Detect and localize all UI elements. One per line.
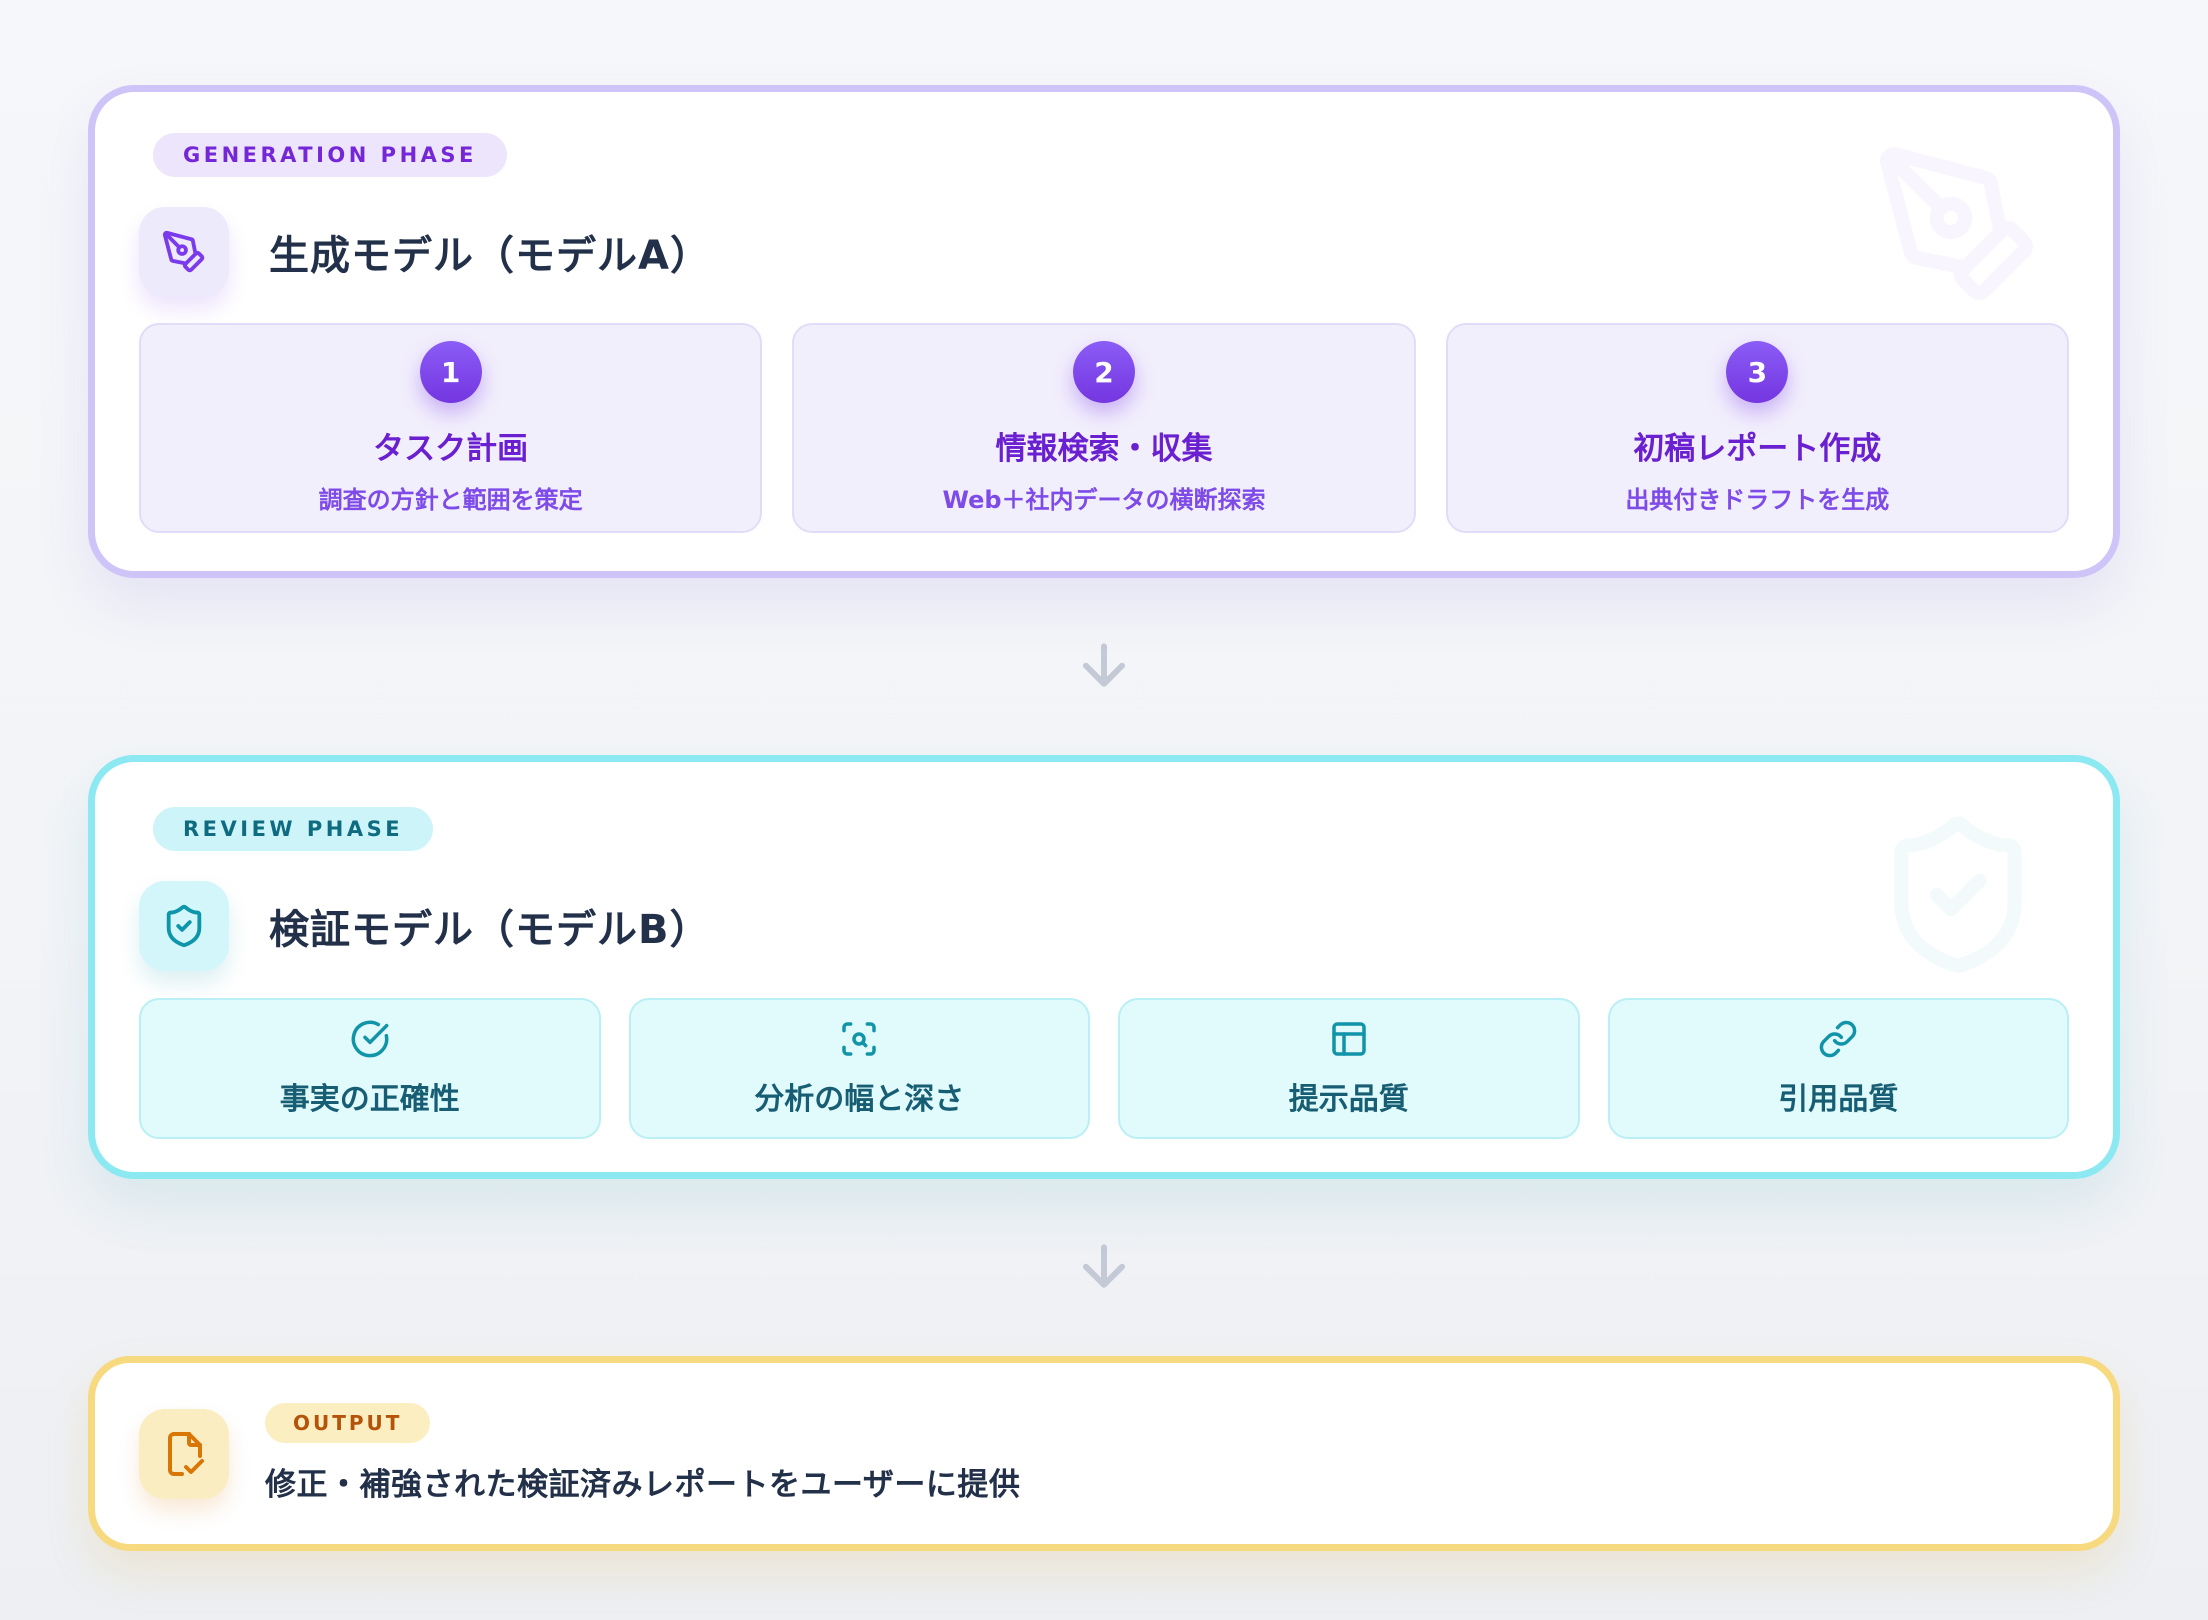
step-description: 出典付きドラフトを生成 [1625,486,1890,514]
circle-check-icon [350,1019,390,1059]
generation-phase-card: GENERATION PHASE 生成モデル（モデルA） 1 タスク計画 調査の… [88,85,2120,578]
generation-steps: 1 タスク計画 調査の方針と範囲を策定 2 情報検索・収集 Web＋社内データの… [139,323,2069,533]
flow-connector [88,1179,2120,1356]
step-number-badge: 1 [419,341,482,403]
review-model-header: 検証モデル（モデルB） [139,881,2069,971]
pen-tool-icon [139,207,229,297]
check-label: 提示品質 [1288,1082,1409,1117]
output-content: OUTPUT 修正・補強された検証済みレポートをユーザーに提供 [265,1403,1020,1504]
step-title: タスク計画 [373,431,529,467]
step-card-task-planning: 1 タスク計画 調査の方針と範囲を策定 [139,323,763,533]
step-number-badge: 3 [1726,341,1789,403]
check-label: 引用品質 [1778,1082,1899,1117]
check-label: 分析の幅と深さ [754,1082,965,1117]
check-card-presentation-quality: 提示品質 [1118,998,1580,1139]
review-checks: 事実の正確性 分析の幅と深さ 提示品質 [139,998,2069,1139]
generation-phase-badge: GENERATION PHASE [153,133,507,177]
scan-search-icon [839,1019,879,1059]
check-card-factual-accuracy: 事実の正確性 [139,998,601,1139]
check-label: 事実の正確性 [279,1082,460,1117]
step-description: 調査の方針と範囲を策定 [318,486,583,514]
step-card-draft-report: 3 初稿レポート作成 出典付きドラフトを生成 [1445,323,2069,533]
review-phase-card: REVIEW PHASE 検証モデル（モデルB） 事実の正確性 [88,755,2120,1179]
output-card: OUTPUT 修正・補強された検証済みレポートをユーザーに提供 [88,1356,2120,1551]
layout-panels-icon [1329,1019,1369,1059]
step-title: 初稿レポート作成 [1633,431,1882,467]
output-badge: OUTPUT [265,1403,431,1443]
step-number-badge: 2 [1072,341,1135,403]
generation-model-header: 生成モデル（モデルA） [139,207,2069,297]
arrow-down-icon [1073,1237,1135,1299]
link-icon [1818,1019,1858,1059]
check-card-citation-quality: 引用品質 [1607,998,2069,1139]
file-check-icon [139,1408,229,1499]
step-title: 情報検索・収集 [995,431,1213,467]
output-text: 修正・補強された検証済みレポートをユーザーに提供 [265,1467,1021,1503]
step-description: Web＋社内データの横断探索 [942,486,1266,514]
review-phase-badge: REVIEW PHASE [153,807,434,851]
flow-connector [88,578,2120,755]
check-card-analysis-depth: 分析の幅と深さ [628,998,1090,1139]
step-card-information-search: 2 情報検索・収集 Web＋社内データの横断探索 [792,323,1416,533]
generation-model-title: 生成モデル（モデルA） [269,233,711,279]
review-model-title: 検証モデル（モデルB） [269,907,711,953]
shield-check-icon [139,881,229,971]
arrow-down-icon [1073,636,1135,698]
